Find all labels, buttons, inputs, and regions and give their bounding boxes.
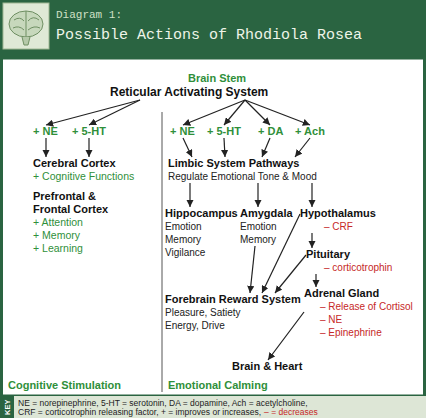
- brain-region: Limbic System PathwaysRegulate Emotional…: [168, 157, 317, 183]
- transmitter-marker: + 5-HT: [207, 125, 241, 138]
- node-text: Emotion: [165, 220, 238, 233]
- section-label: Cognitive Stimulation: [8, 379, 121, 391]
- node-heading: Hypothalamus: [300, 207, 376, 220]
- transmitter-marker: + 5-HT: [72, 125, 106, 138]
- flow-arrow: [250, 246, 255, 293]
- node-heading: + 5-HT: [72, 125, 106, 138]
- node-text: – Release of Cortisol: [320, 300, 413, 313]
- node-text: + Cognitive Functions: [33, 170, 134, 183]
- brain-region: Cerebral Cortex+ Cognitive Functions: [33, 157, 134, 183]
- brain-region: Brain & Heart: [232, 360, 302, 373]
- node-heading: Brain Stem: [188, 72, 268, 85]
- brain-icon: [13, 11, 40, 37]
- flow-arrow: [89, 100, 140, 125]
- key-tag: KEY: [0, 396, 14, 418]
- node-text: Reticular Activating System: [110, 85, 268, 100]
- flow-arrow: [183, 100, 245, 125]
- flow-arrow: [224, 100, 245, 125]
- node-heading: Pituitary: [306, 248, 392, 261]
- node-heading: Brain & Heart: [232, 360, 302, 373]
- node-heading: + Ach: [295, 125, 325, 138]
- key-text: NE = norepinephrine, 5-HT = serotonin, D…: [18, 398, 308, 408]
- key-strip: [0, 396, 14, 418]
- flow-arrow: [295, 138, 310, 157]
- flow-arrow: [189, 183, 190, 207]
- flow-arrow: [262, 138, 270, 157]
- flow-arrow: [311, 233, 312, 248]
- brain-region: Adrenal Gland– Release of Cortisol– NE– …: [304, 287, 413, 339]
- node-text: Energy, Drive: [165, 319, 301, 332]
- brain-icon: [22, 37, 30, 45]
- node-text: + Learning: [33, 242, 113, 255]
- flow-arrow: [88, 138, 89, 157]
- brainstem-node: Brain StemReticular Activating System: [110, 72, 268, 100]
- flow-arrow: [224, 138, 225, 157]
- transmitter-marker: + DA: [258, 125, 283, 138]
- node-text: – CRF: [324, 220, 376, 233]
- transmitter-marker: + Ach: [295, 125, 325, 138]
- node-text: Memory: [240, 233, 293, 246]
- node-heading: + NE: [33, 125, 58, 138]
- node-heading: Adrenal Gland: [304, 287, 413, 300]
- flow-arrow: [46, 100, 140, 125]
- section-label: Emotional Calming: [168, 379, 268, 391]
- key-text: – = decreases: [264, 407, 318, 417]
- node-heading: Amygdala: [240, 207, 293, 220]
- flow-arrow: [245, 100, 310, 125]
- diagram-number: Diagram 1:: [56, 9, 122, 21]
- node-text: Regulate Emotional Tone & Mood: [168, 170, 317, 183]
- flow-arrow: [45, 138, 46, 157]
- icon-panel: [3, 3, 49, 49]
- brain-icon: [9, 11, 43, 37]
- node-text: – NE: [320, 313, 413, 326]
- brain-region: AmygdalaEmotionMemory: [240, 207, 293, 246]
- flow-arrow: [268, 312, 304, 360]
- node-heading: Prefrontal & Frontal Cortex: [33, 190, 113, 216]
- flow-arrow: [315, 274, 316, 287]
- diagram-title: Possible Actions of Rhodiola Rosea: [56, 27, 362, 44]
- node-heading: + DA: [258, 125, 283, 138]
- flow-arrow: [245, 100, 270, 125]
- key-bar: [0, 396, 426, 418]
- brain-region: Forebrain Reward SystemPleasure, Satiety…: [165, 293, 301, 332]
- transmitter-marker: + NE: [170, 125, 195, 138]
- node-heading: Hippocampus: [165, 207, 238, 220]
- brain-region: HippocampusEmotionMemoryVigilance: [165, 207, 238, 259]
- flow-arrow: [183, 138, 192, 157]
- flow-arrow: [257, 183, 258, 207]
- node-text: + Memory: [33, 229, 113, 242]
- node-text: Emotion: [240, 220, 293, 233]
- flow-arrow: [275, 255, 306, 293]
- node-heading: Cerebral Cortex: [33, 157, 134, 170]
- node-text: + Attention: [33, 216, 113, 229]
- node-heading: + 5-HT: [207, 125, 241, 138]
- node-text: Pleasure, Satiety: [165, 306, 301, 319]
- brain-region: Pituitary– corticotrophin: [306, 248, 392, 274]
- node-text: – corticotrophin: [324, 261, 392, 274]
- divider-line: [162, 112, 163, 392]
- brain-region: Hypothalamus– CRF: [300, 207, 376, 233]
- key-text: CRF = corticotrophin releasing factor, +…: [18, 407, 261, 417]
- header-band: [0, 0, 426, 58]
- node-heading: Limbic System Pathways: [168, 157, 317, 170]
- flow-arrow: [311, 183, 312, 207]
- node-heading: Forebrain Reward System: [165, 293, 301, 306]
- brain-region: Prefrontal & Frontal Cortex+ Attention+ …: [33, 190, 113, 255]
- node-text: Vigilance: [165, 246, 238, 259]
- transmitter-marker: + NE: [33, 125, 58, 138]
- panel-border: [2, 58, 425, 396]
- node-text: – Epinephrine: [320, 326, 413, 339]
- node-text: Memory: [165, 233, 238, 246]
- node-heading: + NE: [170, 125, 195, 138]
